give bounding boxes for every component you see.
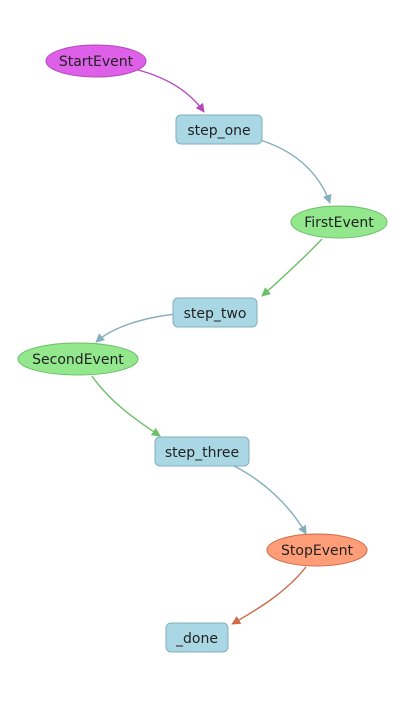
node-secondevent[interactable]: SecondEvent [17, 342, 139, 376]
node-step-one[interactable]: step_one [175, 114, 263, 145]
node-step-three[interactable]: step_three [154, 436, 250, 467]
node-startevent-label: StartEvent [59, 54, 134, 70]
edge-firstevent-to-step-two [261, 238, 323, 297]
node-startevent[interactable]: StartEvent [45, 44, 147, 78]
node-step-one-label: step_one [187, 123, 250, 139]
node-secondevent-shape [17, 342, 139, 376]
node-firstevent-label: FirstEvent [304, 215, 374, 231]
node-step-two-shape [172, 297, 258, 328]
node-step-two[interactable]: step_two [172, 297, 258, 328]
node-startevent-shape [45, 44, 147, 78]
node-done-label: _done [175, 631, 218, 647]
node-firstevent-shape [290, 205, 388, 239]
edge-stopevent-to-done [231, 566, 307, 625]
edge-step-three-to-stopevent [233, 465, 307, 535]
node-stopevent-shape [266, 533, 368, 567]
node-stopevent-label: StopEvent [281, 543, 353, 559]
node-stopevent[interactable]: StopEvent [266, 533, 368, 567]
edge-step-two-to-secondevent [95, 313, 177, 343]
node-done-shape [165, 622, 229, 653]
node-step-three-shape [154, 436, 250, 467]
node-firstevent[interactable]: FirstEvent [290, 205, 388, 239]
node-step-two-label: step_two [184, 306, 247, 322]
edge-startevent-to-step-one [137, 69, 205, 113]
node-secondevent-label: SecondEvent [32, 352, 124, 368]
edge-secondevent-to-step-three [91, 375, 161, 437]
node-step-three-label: step_three [165, 445, 239, 461]
node-done[interactable]: _done [165, 622, 229, 653]
edge-step-one-to-firstevent [259, 139, 332, 204]
node-step-one-shape [175, 114, 263, 145]
